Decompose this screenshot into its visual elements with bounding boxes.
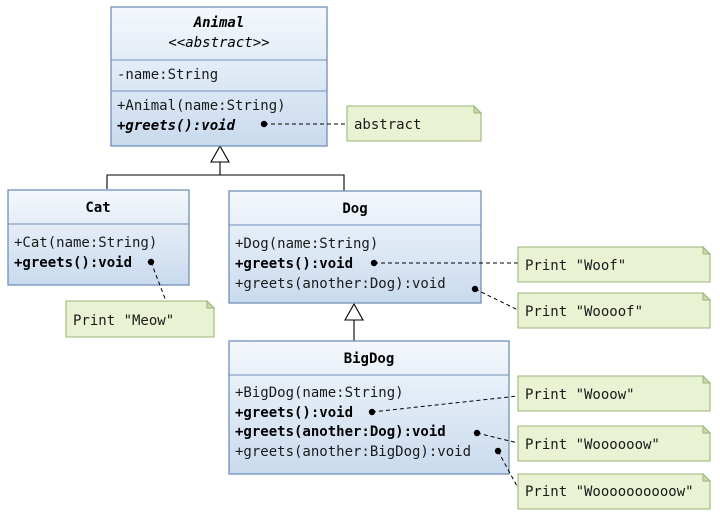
note-woooooow[interactable]: Print "Woooooow" — [517, 424, 712, 462]
note-wooow[interactable]: Print "Wooow" — [517, 374, 712, 412]
attribute-name: -name:String — [117, 67, 218, 83]
class-cat[interactable]: Cat +Cat(name:String) +greets():void — [7, 189, 190, 286]
generalization-arrowhead — [210, 144, 230, 163]
anchor-dot — [147, 258, 155, 266]
generalization-arrowhead — [344, 302, 364, 321]
operation-constructor: +Cat(name:String) — [14, 235, 157, 251]
anchor-dot — [494, 447, 502, 455]
note-text: Print "Woooooooooow" — [525, 484, 694, 500]
operation-greets: +greets():void — [235, 256, 353, 272]
note-text: Print "Woof" — [525, 258, 626, 274]
note-meow[interactable]: Print "Meow" — [65, 299, 216, 338]
inheritance-bigdog-to-dog — [344, 302, 364, 341]
inheritance-cat-dog-to-animal — [106, 144, 345, 191]
note-text: Print "Wooow" — [525, 387, 635, 403]
note-abstract[interactable]: abstract — [346, 104, 483, 142]
note-woooooooooow[interactable]: Print "Woooooooooow" — [517, 472, 712, 510]
class-dog[interactable]: Dog +Dog(name:String) +greets():void +gr… — [228, 190, 482, 304]
operation-constructor: +Dog(name:String) — [235, 236, 378, 252]
anchor-dot — [368, 408, 376, 416]
note-text: Print "Woooof" — [525, 304, 643, 320]
class-name: Dog — [342, 201, 367, 217]
class-animal[interactable]: Animal <<abstract>> -name:String +Animal… — [110, 6, 328, 147]
note-woooof[interactable]: Print "Woooof" — [517, 291, 712, 329]
anchor-dot — [473, 429, 481, 437]
operation-greets-dog: +greets(another:Dog):void — [235, 424, 446, 440]
operation-greets: +greets():void — [117, 118, 236, 134]
note-text: Print "Woooooow" — [525, 437, 660, 453]
anchor-dot — [471, 285, 479, 293]
note-text: Print "Meow" — [73, 313, 174, 329]
operation-greets: +greets():void — [14, 255, 132, 271]
operation-greets-dog: +greets(another:Dog):void — [235, 276, 446, 292]
class-name: Cat — [85, 200, 110, 216]
operation-greets: +greets():void — [235, 405, 353, 421]
anchor-dot — [370, 259, 378, 267]
operation-greets-bigdog: +greets(another:BigDog):void — [235, 444, 471, 460]
class-bigdog[interactable]: BigDog +BigDog(name:String) +greets():vo… — [228, 340, 510, 475]
anchor-dot — [260, 120, 268, 128]
class-name: Animal — [193, 15, 245, 31]
class-name: BigDog — [344, 351, 395, 367]
note-text: abstract — [354, 117, 421, 133]
operation-constructor: +Animal(name:String) — [117, 98, 286, 114]
operation-constructor: +BigDog(name:String) — [235, 385, 404, 401]
note-woof[interactable]: Print "Woof" — [517, 245, 712, 283]
class-stereotype: <<abstract>> — [168, 35, 269, 51]
note-connectors — [147, 120, 519, 489]
